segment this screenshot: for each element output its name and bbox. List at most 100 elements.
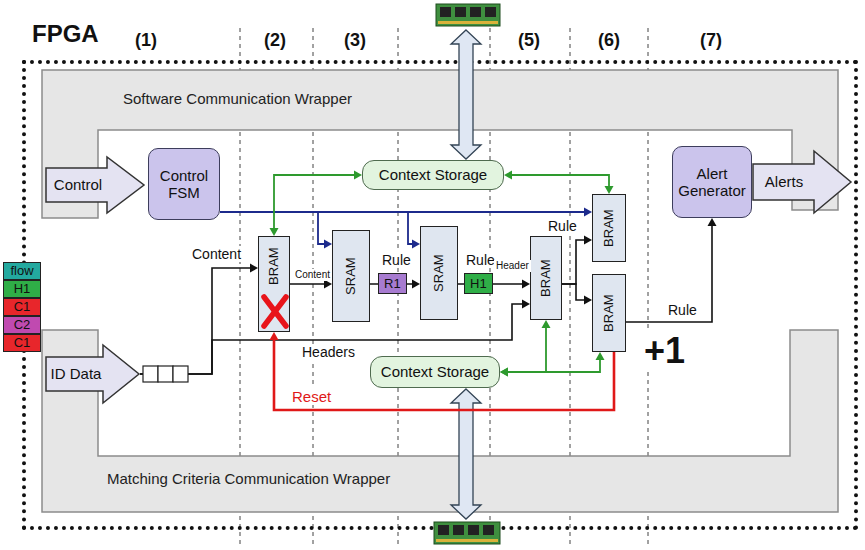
connector — [562, 284, 592, 305]
connector — [562, 236, 592, 285]
connector — [290, 280, 332, 289]
memory-block: BRAM — [258, 236, 290, 332]
arrowhead — [542, 320, 551, 328]
memory-board — [434, 522, 500, 544]
tag-label: C1 — [3, 298, 41, 316]
text-holder: (7) — [698, 30, 724, 51]
memory-block: BRAM — [592, 274, 626, 352]
alert-box: Alert Generator — [672, 146, 752, 218]
arrowhead — [412, 280, 420, 289]
queue-cell — [173, 366, 188, 382]
edge-label: Rule — [546, 218, 579, 234]
text-holder: Rule — [666, 302, 699, 318]
band-outline — [42, 330, 838, 512]
edge-label: Rule — [380, 252, 413, 268]
text-holder: Header — [494, 260, 531, 272]
arrowhead — [504, 171, 512, 180]
arrowhead — [584, 236, 592, 245]
connector — [500, 352, 605, 377]
stage-number: (6) — [596, 30, 622, 51]
arrowhead — [708, 218, 717, 226]
connectors — [140, 171, 717, 411]
arrowhead — [522, 280, 530, 289]
memory-chip — [453, 525, 464, 535]
connector — [220, 212, 420, 249]
memory-module-icon — [434, 522, 500, 544]
shape-fill — [22, 60, 858, 530]
tag-label: H1 — [464, 273, 493, 294]
edge-label: Content — [293, 269, 332, 281]
fifo-queue — [143, 366, 188, 382]
arrowhead — [270, 228, 279, 236]
output-arrow: Alerts — [752, 150, 852, 214]
queue-cell — [158, 366, 173, 382]
queue-cell — [143, 366, 158, 382]
block-label: BRAM — [267, 247, 281, 285]
memory-board — [436, 4, 500, 26]
arrowhead — [324, 280, 332, 289]
arrowhead — [605, 186, 614, 194]
text-holder: Headers — [300, 344, 357, 360]
text-holder: (3) — [342, 30, 368, 51]
connector — [626, 218, 717, 322]
text-holder: Software Communication Wrapper — [120, 90, 355, 108]
block-label: BRAM — [602, 209, 616, 247]
arrow-outline — [753, 151, 851, 213]
box-label: Control FSM — [154, 167, 214, 202]
connector-line — [506, 358, 600, 372]
stage-number: (1) — [133, 30, 159, 51]
memory-block: SRAM — [420, 226, 458, 320]
signal-name: Header — [494, 260, 531, 272]
arrow-label: Control — [54, 176, 102, 193]
connector-line — [626, 224, 712, 322]
tag-label: H1 — [3, 280, 41, 298]
connector — [140, 264, 258, 375]
increment-mark: +1 — [642, 330, 687, 371]
memory-chip — [440, 7, 451, 17]
input-arrow: Control — [45, 156, 145, 214]
memory-pins — [438, 21, 498, 24]
region-title: FPGA — [32, 20, 99, 48]
memory-chip — [485, 7, 496, 17]
arrowhead — [500, 368, 508, 377]
text-holder: Matching Criteria Communication Wrapper — [104, 470, 393, 488]
block-label: SRAM — [344, 257, 358, 295]
arrowhead — [584, 296, 592, 305]
arrowhead — [522, 300, 530, 309]
memory-chip — [483, 525, 494, 535]
memory-chip — [468, 525, 479, 535]
stage-number: (2) — [262, 30, 288, 51]
packet-tag: flow — [3, 262, 41, 280]
connector-line — [274, 175, 356, 230]
edge-label: Rule — [666, 302, 699, 318]
connector-line — [506, 326, 546, 372]
connector — [504, 171, 614, 195]
connector — [500, 320, 551, 377]
memory-chip — [455, 7, 466, 17]
connector-line — [290, 283, 326, 285]
edge-label: Rule — [464, 252, 497, 268]
connector-line — [562, 284, 586, 300]
band-title: Matching Criteria Communication Wrapper — [104, 470, 393, 488]
fsm-box: Control FSM — [148, 148, 220, 220]
box-label: Alert Generator — [678, 165, 746, 200]
arrowhead — [412, 240, 420, 249]
memory-pins — [436, 539, 498, 542]
storage-box: Context Storage — [362, 160, 504, 190]
stage-number: (7) — [698, 30, 724, 51]
packet-tag: C2 — [3, 316, 41, 334]
text-holder: Rule — [380, 252, 413, 268]
memory-block: SRAM — [332, 230, 370, 322]
edge-label: Headers — [300, 344, 357, 360]
text-holder: (5) — [516, 30, 542, 51]
text-holder: +1 — [642, 330, 687, 371]
text-holder: Content — [190, 246, 243, 262]
memory-chip — [438, 525, 449, 535]
text-holder: Reset — [290, 388, 333, 405]
tag-label: R1 — [378, 273, 407, 294]
text-holder: ID Data — [51, 365, 102, 382]
connector-line — [510, 175, 609, 188]
text-holder: (2) — [262, 30, 288, 51]
text-holder: Alerts — [765, 173, 803, 190]
arrowhead — [250, 264, 258, 273]
